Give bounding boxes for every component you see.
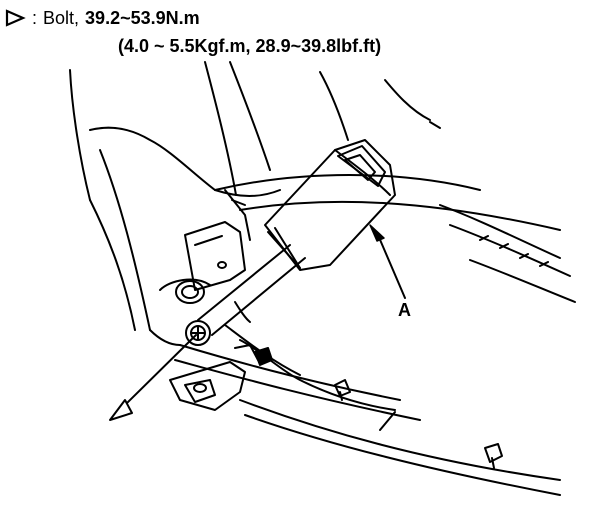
open-triangle-icon — [5, 9, 26, 27]
legend-separator: : — [32, 7, 38, 28]
seat-frame-bracket — [159, 189, 251, 304]
anchor-bolts — [254, 347, 503, 469]
legend-line-1: : Bolt, 39.2~53.9N.m — [4, 6, 200, 30]
fastener-name: Bolt, — [43, 7, 80, 28]
buckle-stalk — [197, 227, 306, 336]
seat-cushion — [89, 149, 576, 346]
mounting-bolt — [185, 320, 211, 346]
seat-back — [69, 61, 441, 201]
seat-belt-buckle — [264, 139, 396, 271]
seat-rail — [169, 324, 561, 496]
callout-label-a: A — [398, 300, 411, 320]
torque-value-alt: (4.0 ~ 5.5Kgf.m, 28.9~39.8lbf.ft) — [118, 36, 382, 56]
callout-a-leader — [369, 224, 406, 299]
torque-leader — [109, 334, 197, 421]
torque-value-nm: 39.2~53.9N.m — [85, 7, 200, 28]
